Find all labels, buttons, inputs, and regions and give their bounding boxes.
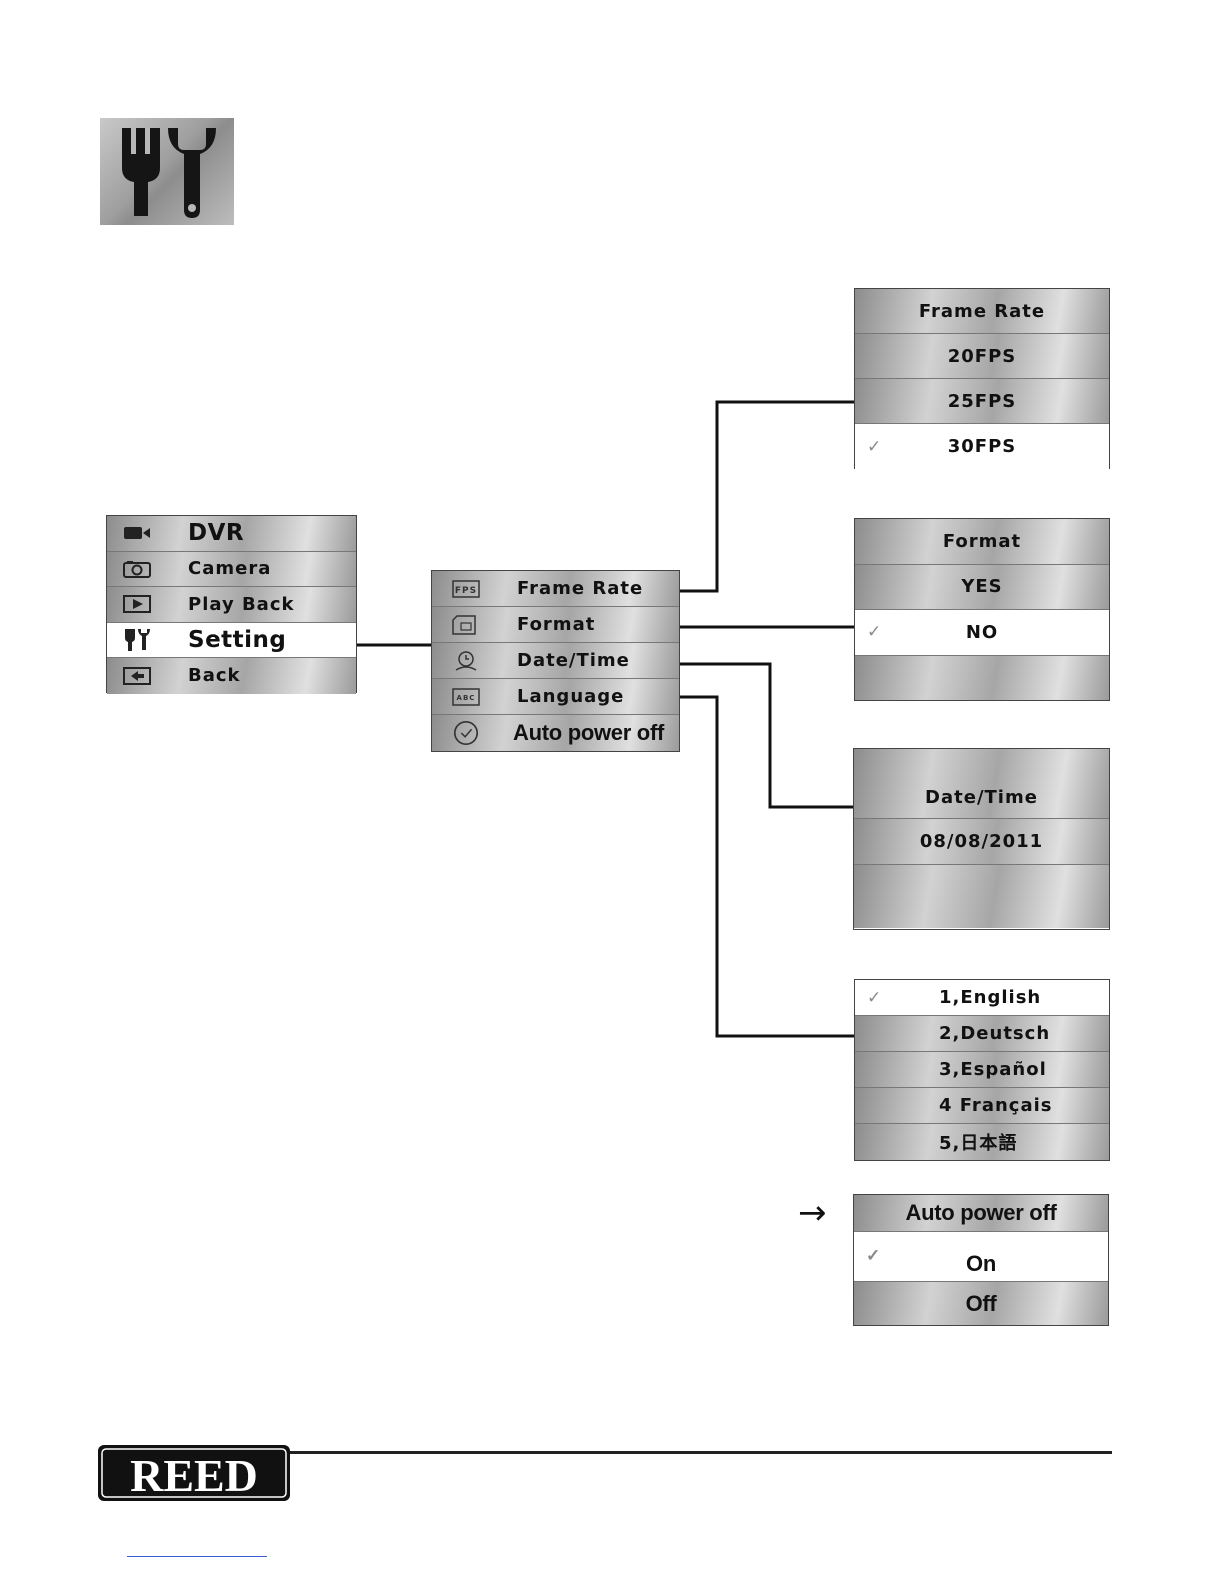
main-menu-item-play-back[interactable]: Play Back xyxy=(107,587,356,623)
language-option-label: 2,Deutsch xyxy=(939,1023,1050,1044)
play-icon xyxy=(123,594,151,614)
frame-rate-title-label: Frame Rate xyxy=(919,301,1045,322)
clock-icon xyxy=(452,651,480,671)
language-option-selected[interactable]: ✓ 1,English xyxy=(855,980,1109,1016)
format-option-selected[interactable]: ✓ NO xyxy=(855,610,1109,656)
format-menu: Format YES ✓ NO xyxy=(854,518,1110,701)
auto-power-off-option[interactable]: Off xyxy=(854,1282,1108,1325)
main-menu-item-back[interactable]: Back xyxy=(107,658,356,694)
date-time-value[interactable]: 08/08/2011 xyxy=(854,819,1109,865)
abc-icon: ABC xyxy=(452,687,480,707)
format-title: Format xyxy=(855,519,1109,565)
main-menu-label: Setting xyxy=(188,627,286,653)
frame-rate-option-selected[interactable]: ✓ 30FPS xyxy=(855,424,1109,469)
auto-power-off-option-label: Off xyxy=(966,1291,997,1317)
language-option-label: 4 Français xyxy=(939,1095,1052,1116)
date-time-value-label: 08/08/2011 xyxy=(920,831,1043,852)
sd-card-icon xyxy=(452,615,480,635)
footer-rule xyxy=(290,1451,1112,1454)
auto-power-off-menu: Auto power off ✓ On Off xyxy=(853,1194,1109,1326)
fps-icon: FPS xyxy=(452,579,480,599)
logo-text: REED xyxy=(130,1450,258,1501)
pointer-arrow-icon: → xyxy=(798,1196,827,1230)
date-time-title: Date/Time xyxy=(854,749,1109,819)
settings-item-label: Date/Time xyxy=(517,650,630,671)
format-empty-row xyxy=(855,656,1109,700)
date-time-menu: Date/Time 08/08/2011 xyxy=(853,748,1110,930)
settings-item-label: Format xyxy=(517,614,595,635)
tools-icon xyxy=(123,630,151,650)
format-option[interactable]: YES xyxy=(855,565,1109,611)
check-mark-icon: ✓ xyxy=(867,988,882,1008)
reed-logo: REED xyxy=(97,1444,291,1502)
frame-rate-option[interactable]: 20FPS xyxy=(855,334,1109,379)
settings-item-auto-power-off[interactable]: Auto power off xyxy=(432,715,679,751)
power-timer-icon xyxy=(452,723,480,743)
settings-item-label: Auto power off xyxy=(513,720,664,746)
footer-link-underline xyxy=(127,1556,267,1557)
settings-item-label: Language xyxy=(517,686,624,707)
svg-text:ABC: ABC xyxy=(457,694,476,702)
language-option[interactable]: 5,日本語 xyxy=(855,1124,1109,1160)
settings-item-format[interactable]: Format xyxy=(432,607,679,643)
settings-item-label: Frame Rate xyxy=(517,578,643,599)
check-mark-icon: ✓ xyxy=(867,622,882,642)
language-menu: ✓ 1,English 2,Deutsch 3,Español 4 França… xyxy=(854,979,1110,1161)
date-time-empty-row xyxy=(854,865,1109,928)
settings-item-frame-rate[interactable]: FPS Frame Rate xyxy=(432,571,679,607)
frame-rate-option[interactable]: 25FPS xyxy=(855,379,1109,424)
auto-power-off-option-label: On xyxy=(966,1251,996,1277)
format-option-label: NO xyxy=(966,622,998,643)
svg-text:FPS: FPS xyxy=(455,586,477,596)
auto-power-off-option-selected[interactable]: ✓ On xyxy=(854,1232,1108,1282)
language-option[interactable]: 4 Français xyxy=(855,1088,1109,1124)
language-option[interactable]: 2,Deutsch xyxy=(855,1016,1109,1052)
camera-icon xyxy=(123,559,151,579)
frame-rate-option-label: 20FPS xyxy=(948,346,1017,367)
language-option-label: 3,Español xyxy=(939,1059,1047,1080)
frame-rate-title: Frame Rate xyxy=(855,289,1109,334)
main-menu-item-setting[interactable]: Setting xyxy=(107,623,356,659)
date-time-title-label: Date/Time xyxy=(925,787,1038,808)
format-option-label: YES xyxy=(961,576,1002,597)
settings-item-date-time[interactable]: Date/Time xyxy=(432,643,679,679)
settings-menu: FPS Frame Rate Format Date/Time ABC Lang… xyxy=(431,570,680,752)
main-menu-label: Camera xyxy=(188,558,271,579)
main-menu: DVR Camera Play Back Setting Back xyxy=(106,515,357,693)
frame-rate-option-label: 25FPS xyxy=(948,391,1017,412)
language-option[interactable]: 3,Español xyxy=(855,1052,1109,1088)
check-mark-icon: ✓ xyxy=(867,437,882,457)
check-mark-icon: ✓ xyxy=(866,1246,880,1266)
main-menu-label: Play Back xyxy=(188,594,294,615)
frame-rate-menu: Frame Rate 20FPS 25FPS ✓ 30FPS xyxy=(854,288,1110,469)
tools-header-icon xyxy=(100,118,234,225)
language-option-label: 5,日本語 xyxy=(939,1129,1017,1155)
main-menu-item-dvr[interactable]: DVR xyxy=(107,516,356,552)
main-menu-item-camera[interactable]: Camera xyxy=(107,552,356,588)
settings-item-language[interactable]: ABC Language xyxy=(432,679,679,715)
main-menu-label: DVR xyxy=(188,520,244,546)
language-option-label: 1,English xyxy=(939,987,1041,1008)
auto-power-off-title: Auto power off xyxy=(854,1195,1108,1232)
back-arrow-icon xyxy=(123,666,151,686)
frame-rate-option-label: 30FPS xyxy=(948,436,1017,457)
auto-power-off-title-label: Auto power off xyxy=(906,1200,1057,1226)
main-menu-label: Back xyxy=(188,665,241,686)
video-camera-icon xyxy=(123,523,151,543)
format-title-label: Format xyxy=(943,531,1021,552)
